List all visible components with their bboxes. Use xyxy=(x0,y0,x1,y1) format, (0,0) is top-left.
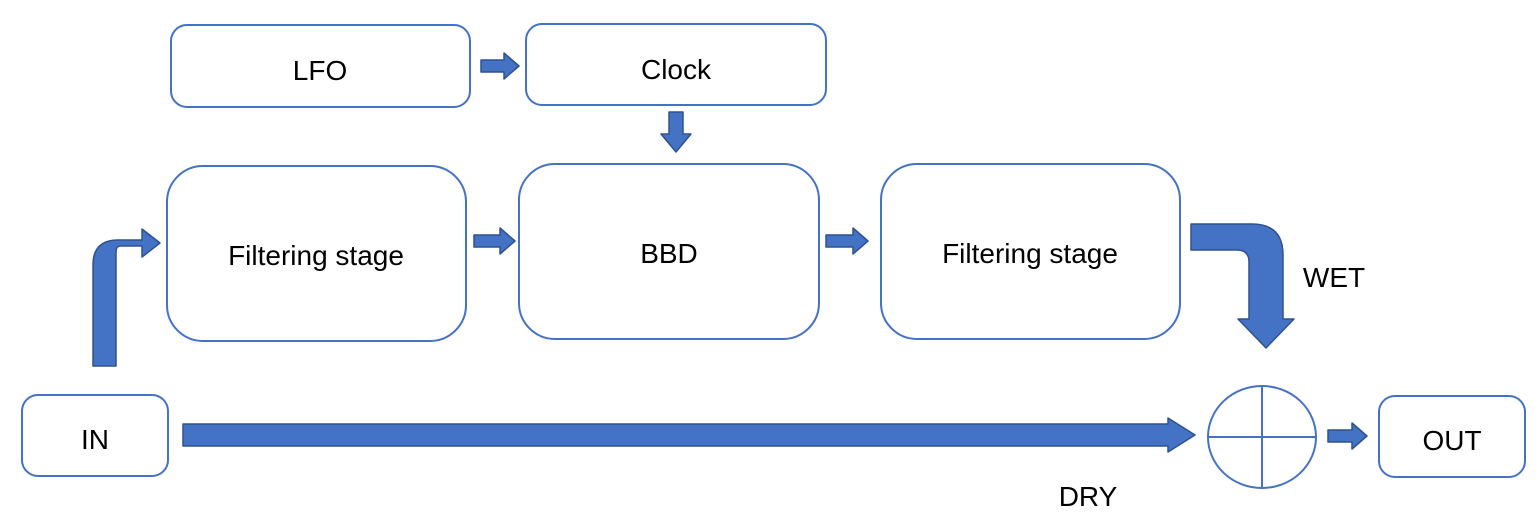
input-filtering-stage-label: Filtering stage xyxy=(228,240,404,271)
clock-label: Clock xyxy=(641,54,712,85)
bbd-block: BBD xyxy=(518,163,820,340)
input-filtering-stage-block: Filtering stage xyxy=(166,165,467,342)
input-block: IN xyxy=(21,394,169,477)
output-block: OUT xyxy=(1378,395,1526,478)
input-label: IN xyxy=(81,424,109,455)
dry-label: DRY xyxy=(1059,481,1118,512)
bbd-label: BBD xyxy=(640,238,698,269)
dry-path-arrow-icon xyxy=(182,417,1196,453)
wet-path-arrow-icon xyxy=(1190,223,1295,349)
filter-to-bbd-arrow-icon xyxy=(473,227,516,255)
wet-label: WET xyxy=(1303,262,1365,293)
clock-to-bbd-arrow-icon xyxy=(660,111,692,153)
sum-to-out-arrow-icon xyxy=(1327,422,1368,450)
bbd-to-filter-arrow-icon xyxy=(825,227,869,255)
lfo-label: LFO xyxy=(293,55,347,86)
lfo-block: LFO xyxy=(170,24,471,108)
summing-junction-icon xyxy=(1207,385,1317,489)
output-filtering-stage-label: Filtering stage xyxy=(942,238,1118,269)
clock-block: Clock xyxy=(525,23,827,106)
in-to-filter-arrow-icon xyxy=(92,228,161,367)
lfo-to-clock-arrow-icon xyxy=(480,52,520,80)
output-filtering-stage-block: Filtering stage xyxy=(880,163,1181,340)
output-label: OUT xyxy=(1422,425,1481,456)
